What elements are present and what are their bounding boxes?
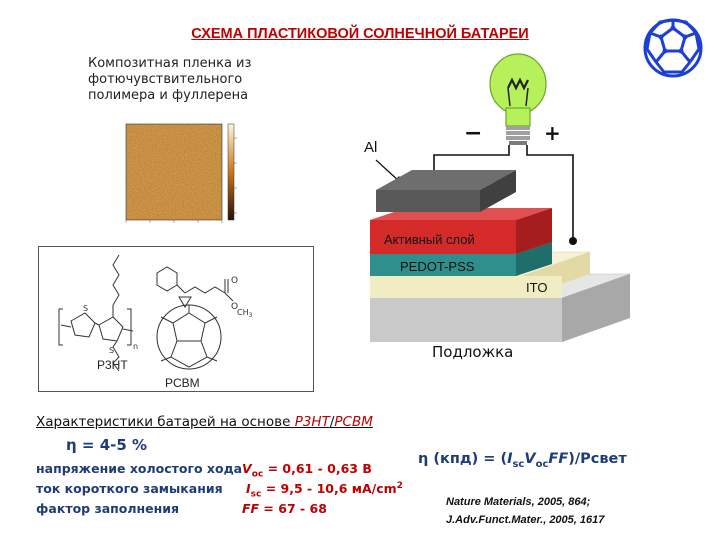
fullerene-icon bbox=[638, 14, 708, 82]
ff-label: фактор заполнения bbox=[36, 501, 179, 516]
characteristics-title: Характеристики батарей на основе P3HT/PC… bbox=[36, 414, 373, 430]
pcbm-highlight: PCBM bbox=[334, 414, 372, 430]
reference-1: Nature Materials, 2005, 864; bbox=[446, 496, 590, 508]
pcbm-label: PCBM bbox=[165, 376, 200, 390]
pedot-label: PEDOT-PSS bbox=[400, 259, 475, 274]
p3ht-highlight: P3HT bbox=[295, 414, 330, 430]
film-caption-line: полимера и фуллерена bbox=[88, 88, 308, 104]
al-label: Al bbox=[364, 139, 377, 156]
reference-2: J.Adv.Funct.Mater., 2005, 1617 bbox=[446, 514, 604, 526]
molecule-structures: S S n O O CH3 P3HT PCBM bbox=[38, 246, 314, 392]
sulfur-label: S bbox=[83, 304, 88, 313]
film-caption: Композитная пленка из фотючувствительног… bbox=[88, 56, 308, 104]
efficiency-formula: η (кпд) = (IscVocFF)/Pсвет bbox=[418, 451, 627, 470]
light-bulb-icon bbox=[490, 54, 546, 145]
voc-value: Voc = 0,61 - 0,63 В bbox=[242, 461, 372, 480]
device-schematic: − + Al Активный слой PEDOT-PSS ITO bbox=[340, 40, 630, 352]
isc-label: ток короткого замыкания bbox=[36, 481, 223, 496]
methyl-label: CH3 bbox=[237, 308, 253, 319]
film-caption-line: фотючувствительного bbox=[88, 72, 308, 88]
active-layer-label: Активный слой bbox=[384, 232, 475, 247]
plus-terminal: + bbox=[544, 121, 561, 145]
voc-label: напряжение холостого хода bbox=[36, 461, 242, 476]
hexyl-chain bbox=[113, 255, 119, 305]
substrate-label: Подложка bbox=[432, 343, 513, 361]
characteristics-title-text: Характеристики батарей на основе bbox=[36, 414, 295, 430]
sulfur-label: S bbox=[109, 346, 114, 355]
film-caption-line: Композитная пленка из bbox=[88, 56, 308, 72]
ff-value: FF = 67 - 68 bbox=[242, 501, 327, 516]
ito-label: ITO bbox=[526, 280, 547, 295]
isc-value: Isc = 9,5 - 10,6 мА/cm2 bbox=[246, 481, 403, 500]
afm-image bbox=[120, 118, 270, 238]
repeat-n-label: n bbox=[133, 342, 138, 351]
carbonyl-oxygen-label: O bbox=[231, 276, 238, 286]
p3ht-label: P3HT bbox=[97, 358, 128, 372]
minus-terminal: − bbox=[464, 121, 482, 146]
efficiency-value: η = 4-5 % bbox=[66, 436, 147, 454]
